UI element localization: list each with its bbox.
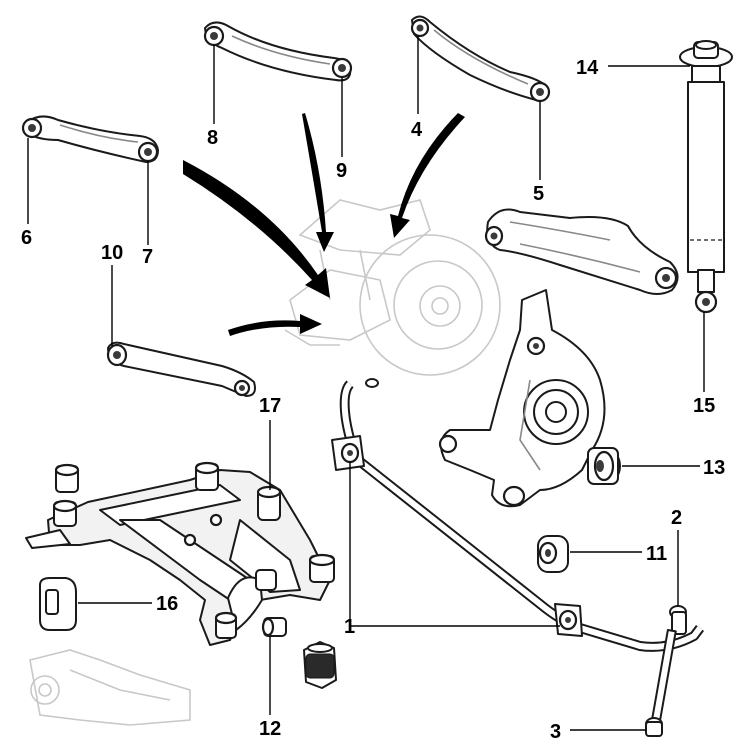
wheel-carrier [438, 289, 606, 508]
lower-spring-link [484, 208, 679, 295]
mount-bushing [303, 641, 337, 689]
callout-4: 4 [411, 119, 423, 141]
bushing-17 [256, 485, 282, 521]
ghost-hub-assembly [284, 199, 501, 376]
bushing-16 [39, 577, 77, 631]
callout-11: 11 [646, 543, 667, 565]
callout-1: 1 [344, 616, 355, 638]
callout-9: 9 [336, 160, 347, 182]
callout-7: 7 [142, 246, 153, 268]
callout-3: 3 [550, 721, 561, 743]
bushing-13 [587, 447, 621, 485]
callout-6: 6 [21, 227, 32, 249]
control-arm-6-7 [21, 115, 159, 163]
drop-link [645, 605, 687, 737]
control-arm-4-5 [410, 15, 551, 103]
callout-10: 10 [101, 242, 123, 264]
callout-12: 12 [259, 718, 281, 740]
callout-2: 2 [671, 507, 682, 529]
ghost-lower-assembly [29, 649, 191, 726]
arrow-upper-center [302, 113, 334, 252]
arrow-lower-left [228, 314, 322, 336]
link-arm-10 [106, 341, 256, 397]
pointer-arrows [183, 113, 465, 336]
callout-8: 8 [207, 127, 218, 149]
callout-14: 14 [576, 57, 599, 79]
callouts: 1 2 3 4 5 6 7 8 9 10 11 12 13 14 15 16 1… [21, 57, 725, 743]
control-arm-8-9 [203, 21, 353, 82]
shock-absorber [679, 40, 733, 314]
callout-15: 15 [693, 395, 715, 417]
callout-5: 5 [533, 183, 544, 205]
arrow-upper-right [390, 113, 465, 238]
bushing-12 [261, 617, 287, 637]
bushing-11 [537, 535, 569, 573]
arrow-left [183, 160, 330, 298]
callout-17: 17 [259, 395, 281, 417]
callout-16: 16 [156, 593, 178, 615]
leader-lines [27, 36, 705, 731]
stabilizer-bar [331, 378, 704, 652]
callout-13: 13 [703, 457, 725, 479]
